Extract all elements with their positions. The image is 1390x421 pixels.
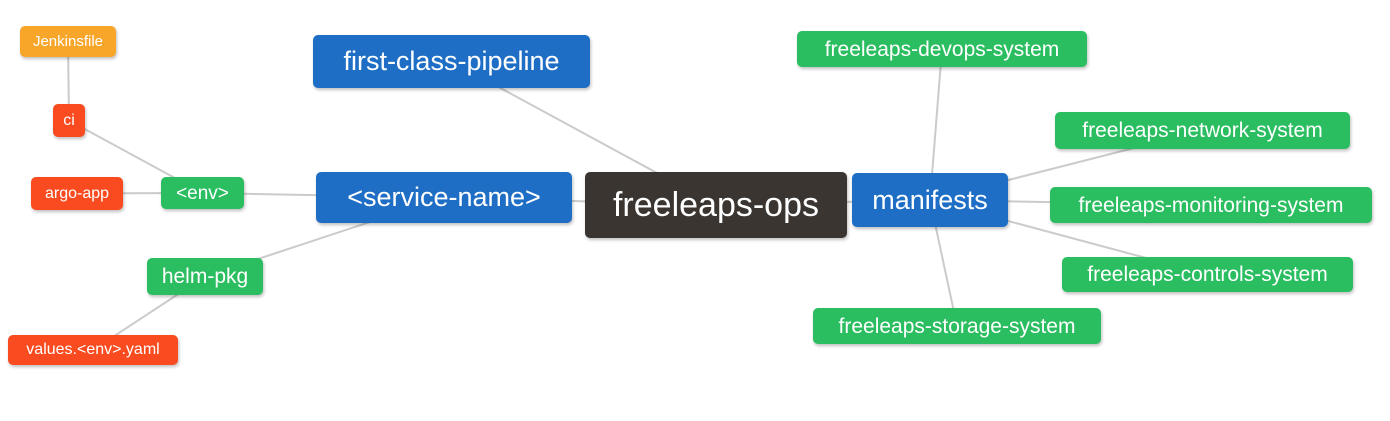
node-label: Jenkinsfile (32, 33, 104, 50)
node-network-system[interactable]: freeleaps-network-system (1055, 112, 1350, 149)
node-label: manifests (872, 184, 988, 215)
node-manifests[interactable]: manifests (852, 173, 1008, 227)
node-label: argo-app (44, 184, 110, 202)
node-freeleaps-ops[interactable]: freeleaps-ops (585, 172, 847, 238)
node-storage-system[interactable]: freeleaps-storage-system (813, 308, 1101, 344)
node-label: first-class-pipeline (343, 46, 560, 76)
node-monitoring-system[interactable]: freeleaps-monitoring-system (1050, 187, 1372, 223)
node-controls-system[interactable]: freeleaps-controls-system (1062, 257, 1353, 292)
node-label: <env> (176, 182, 229, 204)
node-label: freeleaps-storage-system (838, 314, 1076, 338)
node-label: values.<env>.yaml (26, 341, 160, 358)
node-devops-system[interactable]: freeleaps-devops-system (797, 31, 1087, 67)
node-label: freeleaps-ops (612, 186, 819, 224)
node-jenkinsfile[interactable]: Jenkinsfile (20, 26, 116, 57)
node-argo-app[interactable]: argo-app (31, 177, 123, 210)
node-label: freeleaps-controls-system (1087, 263, 1328, 286)
node-label: freeleaps-network-system (1082, 119, 1323, 142)
node-label: freeleaps-monitoring-system (1078, 193, 1344, 217)
node-values-env-yaml[interactable]: values.<env>.yaml (8, 335, 178, 365)
node-service-name[interactable]: <service-name> (316, 172, 572, 223)
node-label: <service-name> (347, 182, 541, 212)
node-env[interactable]: <env> (161, 177, 244, 209)
node-ci[interactable]: ci (53, 104, 85, 137)
node-label: helm-pkg (161, 265, 249, 288)
node-label: ci (63, 111, 75, 129)
node-helm-pkg[interactable]: helm-pkg (147, 258, 263, 295)
node-first-class-pipeline[interactable]: first-class-pipeline (313, 35, 590, 88)
node-label: freeleaps-devops-system (824, 37, 1060, 61)
